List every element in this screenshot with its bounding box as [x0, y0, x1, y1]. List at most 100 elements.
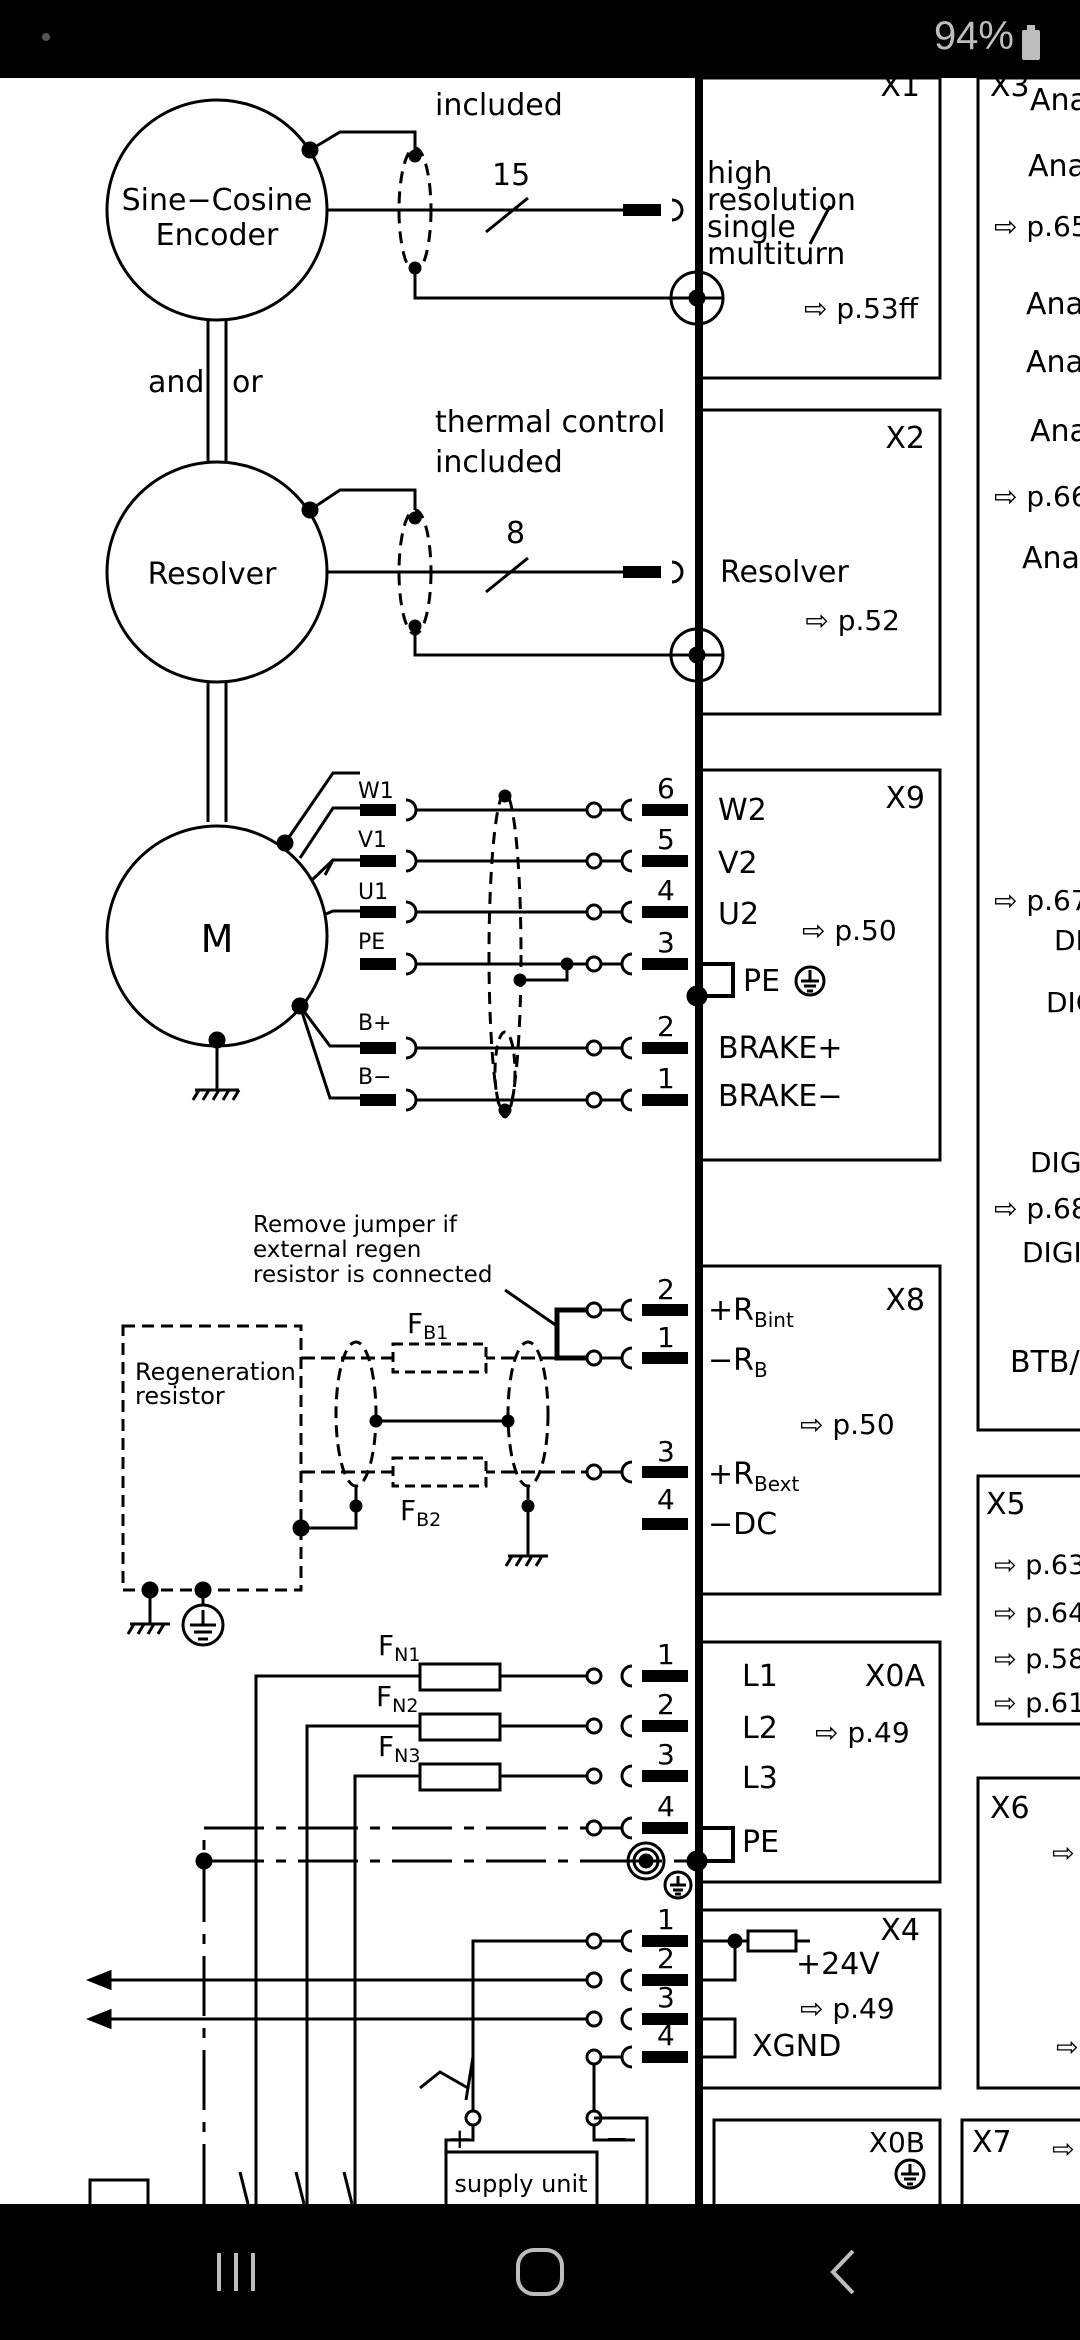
thermal-2: included: [435, 445, 563, 480]
x9-ref: ⇨ p.50: [802, 914, 897, 947]
x4-24v: +24V: [796, 1947, 880, 1982]
x3-text-0: Ana: [1030, 83, 1080, 118]
x0a-label-pe: PE: [742, 1825, 779, 1860]
x8-id: X8: [885, 1283, 925, 1318]
regen-note-2: external regen: [253, 1237, 421, 1263]
x2-label: Resolver: [720, 555, 849, 590]
x9-pin-3: 3: [657, 926, 675, 959]
x8-terminals: [585, 1298, 688, 1530]
x0a-ref: ⇨ p.49: [815, 1716, 910, 1749]
x9-label-u2: U2: [718, 897, 759, 932]
x5-text-2: ⇨ p.58: [994, 1644, 1080, 1675]
x7-text-0: ⇨: [1052, 2134, 1075, 2165]
wiring-diagram: Sine−Cosine Encoder included 15 X1 high …: [0, 69, 1080, 2214]
navigation-bar: [0, 2204, 1080, 2340]
fuse-b2: FB2: [400, 1494, 441, 1531]
x8-label-rbint: +RBint: [708, 1293, 794, 1332]
resolver-label: Resolver: [148, 557, 277, 592]
x3-text-9: DI: [1054, 924, 1080, 957]
supply-label: supply unit: [454, 2170, 587, 2198]
x9-pin-4: 4: [657, 874, 675, 907]
regen-label-1: Regeneration: [135, 1358, 296, 1386]
x3-text-14: BTB/: [1010, 1345, 1080, 1380]
x4-id: X4: [880, 1913, 920, 1948]
x1-line-1: high: [707, 156, 772, 191]
x5-box: [976, 1474, 1080, 1726]
x0a-pin-1: 1: [657, 1638, 675, 1671]
x3-text-3: Ana: [1026, 287, 1080, 322]
x9-label-brake-minus: BRAKE−: [718, 1079, 843, 1114]
x8-label-dc: −DC: [708, 1507, 777, 1542]
x1-line-3: single: [707, 210, 796, 245]
home-icon: [516, 2248, 564, 2296]
x3-text-1: Ana: [1028, 149, 1080, 184]
x9-wires: [360, 789, 587, 1119]
x2-box: [697, 408, 942, 716]
fuse-n1: FN1: [378, 1629, 420, 1666]
x8-pin-2: 2: [657, 1273, 675, 1306]
x4-pin-4: 4: [657, 2019, 675, 2052]
x8-box: [697, 1264, 942, 1596]
battery-percent: 94%: [933, 14, 1014, 58]
home-button[interactable]: [460, 2204, 620, 2340]
x3-text-11: DIG: [1030, 1146, 1080, 1179]
x7-id: X7: [972, 2125, 1012, 2160]
earth-icon-x0a: [663, 1870, 693, 1900]
x3-text-2: ⇨ p.65: [994, 210, 1080, 243]
x0a-label-l3: L3: [742, 1761, 778, 1796]
earth-icon-x0b: [894, 2158, 926, 2190]
regen-note-1: Remove jumper if: [253, 1212, 458, 1238]
x9-pin-5: 5: [657, 823, 675, 856]
x4-ref: ⇨ p.49: [800, 1992, 895, 2025]
x3-text-12: ⇨ p.68: [994, 1192, 1080, 1225]
x1-id: X1: [880, 78, 920, 104]
back-button[interactable]: [764, 2204, 924, 2340]
encoder-label-2: Encoder: [156, 218, 279, 253]
x6-text-1: ⇨: [1056, 2032, 1079, 2063]
motor-label: M: [201, 917, 234, 961]
x0a-pin-2: 2: [657, 1688, 675, 1721]
x9-id: X9: [885, 781, 925, 816]
connector-boxes: [697, 76, 1080, 2204]
x6-text-0: ⇨: [1052, 1838, 1075, 1869]
mains-wiring: [195, 1662, 699, 2204]
x6-id: X6: [990, 1791, 1030, 1826]
x9-label-w2: W2: [718, 793, 767, 828]
wire-b-plus: B+: [358, 1011, 392, 1036]
wire-u1: U1: [358, 880, 388, 905]
x9-label-brake-plus: BRAKE+: [718, 1031, 843, 1066]
x9-pin-2: 2: [657, 1010, 675, 1043]
recents-button[interactable]: [156, 2204, 316, 2340]
x8-pin-1: 1: [657, 1321, 675, 1354]
x3-text-8: ⇨ p.67: [994, 884, 1080, 917]
resolver-wire-count: 8: [506, 516, 525, 551]
x0a-label-l2: L2: [742, 1711, 778, 1746]
wire-pe: PE: [358, 930, 385, 955]
x5-id: X5: [986, 1487, 1026, 1522]
x8-ref: ⇨ p.50: [800, 1408, 895, 1441]
x4-wiring: [85, 1939, 649, 2214]
and-label: and: [148, 365, 204, 400]
regen-resistor-box: [121, 1324, 303, 1592]
x3-box: [976, 76, 1080, 1432]
x8-pin-4: 4: [657, 1483, 675, 1516]
x1-ref: ⇨ p.53ff: [804, 292, 919, 325]
x3-id: X3: [990, 78, 1030, 104]
x4-terminals: [585, 1929, 688, 2069]
earth-icon-regen: [181, 1603, 225, 1647]
encoder-label-1: Sine−Cosine: [122, 183, 313, 218]
x0a-id: X0A: [865, 1659, 926, 1694]
x0b-box: [712, 2118, 942, 2204]
back-icon: [830, 2249, 855, 2295]
regen-label-2: resistor: [135, 1382, 225, 1410]
fuse-n3: FN3: [378, 1730, 420, 1767]
thermal-1: thermal control: [435, 405, 666, 440]
earth-icon-x9: [794, 965, 826, 997]
fuse-b1: FB1: [407, 1307, 448, 1344]
fuse-n2: FN2: [376, 1680, 418, 1717]
or-label: or: [232, 365, 263, 400]
x1-line-4: multiturn: [707, 237, 845, 272]
notification-dot: [42, 33, 50, 41]
x0a-box: [697, 1640, 942, 1884]
supply-unit-box: [444, 2150, 599, 2214]
